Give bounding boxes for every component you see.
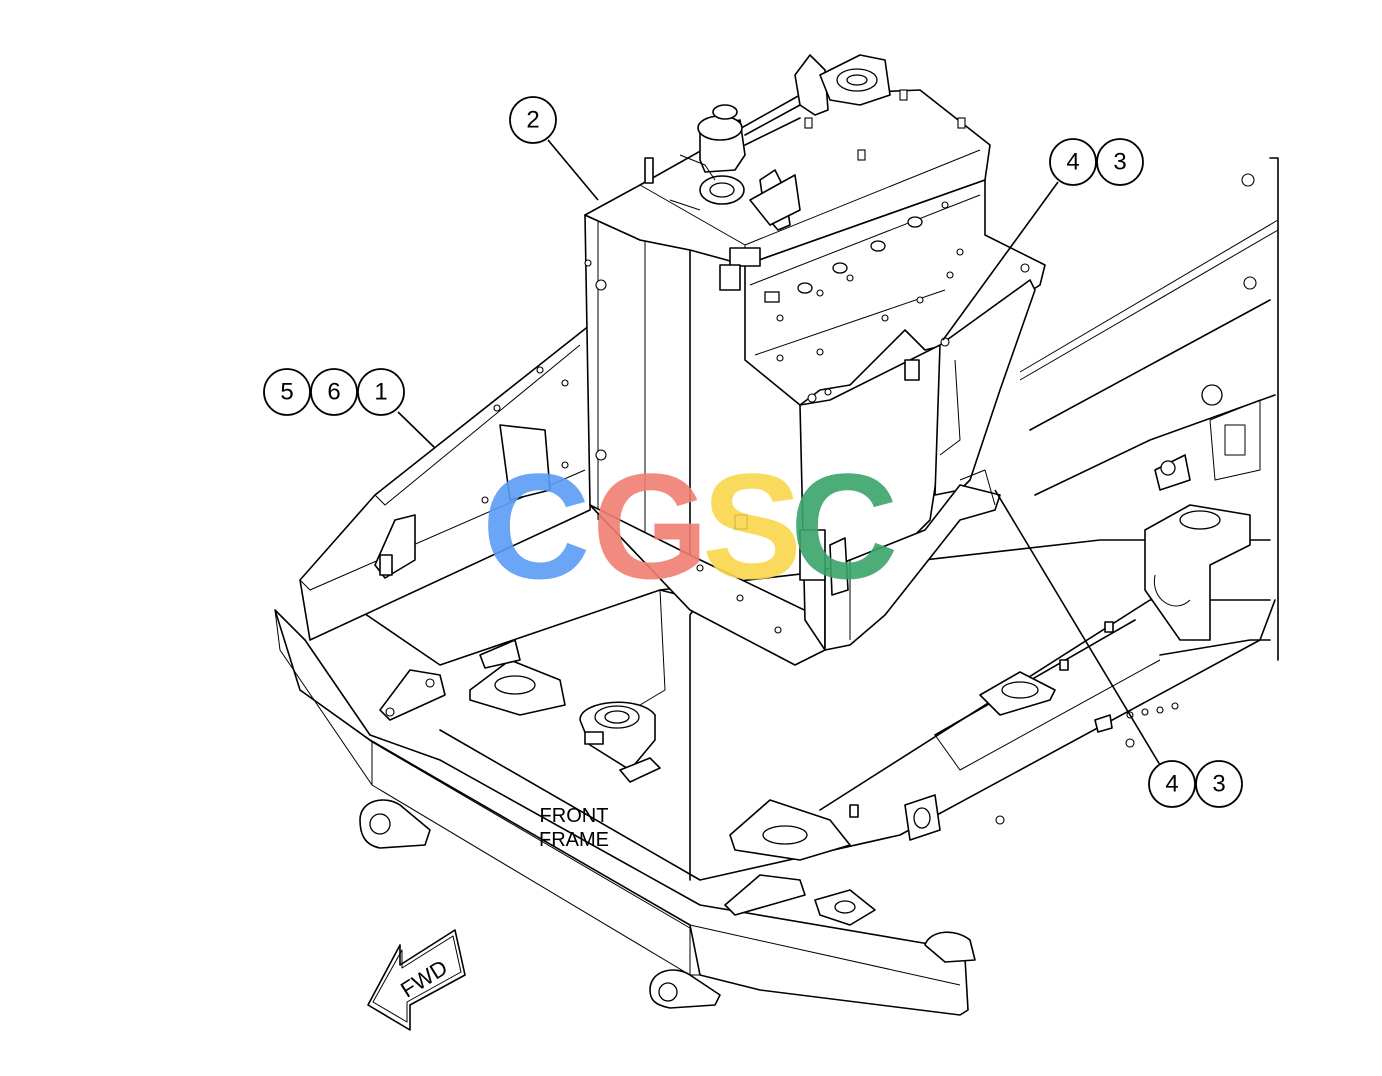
watermark-c1: C [482, 442, 590, 610]
callout-4-lower-label: 4 [1165, 771, 1178, 798]
callout-5-6-1: 5 6 1 [263, 368, 405, 416]
callout-5-label: 5 [280, 379, 293, 406]
fwd-arrow: FWD [367, 929, 466, 1031]
callout-4-3-upper: 4 3 [1049, 138, 1144, 186]
watermark: C G S C [482, 442, 898, 610]
watermark-g: G [592, 442, 709, 610]
callout-4-3-lower: 4 3 [1148, 760, 1243, 808]
front-frame-label-line1: FRONT [540, 805, 609, 827]
callout-2: 2 [509, 96, 557, 144]
front-frame-label-line2: FRAME [539, 829, 609, 851]
front-frame [274, 157, 1279, 1016]
callout-3-upper-label: 3 [1113, 149, 1126, 176]
watermark-c2: C [790, 442, 898, 610]
tank-housing [584, 54, 1046, 666]
watermark-s: S [702, 442, 802, 610]
left-mounting-bracket [299, 324, 596, 641]
callout-2-label: 2 [526, 107, 539, 134]
callout-4-upper-label: 4 [1066, 149, 1079, 176]
callout-3-lower-label: 3 [1212, 771, 1225, 798]
callout-1-label: 1 [374, 379, 387, 406]
leader-lines [397, 139, 1161, 766]
callout-6-label: 6 [327, 379, 340, 406]
